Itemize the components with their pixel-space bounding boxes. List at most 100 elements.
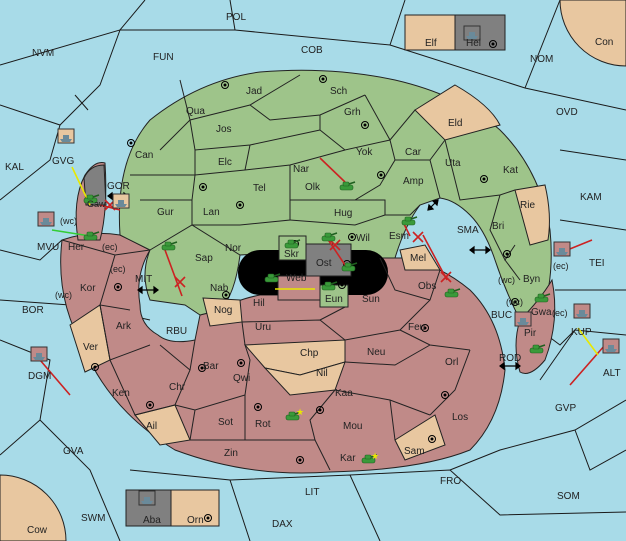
supply-center (377, 171, 385, 179)
fleet-unit (112, 193, 130, 209)
supply-center (114, 283, 122, 291)
label-sam: Sam (404, 446, 425, 457)
order-arrow (164, 249, 183, 297)
coast-tag: (wc) (506, 297, 523, 307)
label-bor: BOR (22, 305, 44, 316)
dislodged-star: ★ (296, 407, 304, 417)
fleet-unit (30, 346, 48, 362)
island-labels: Elf Hel Aba Orn (143, 38, 481, 526)
province-borders-north (130, 74, 521, 281)
label-gva: GVA (63, 446, 84, 457)
label-aba: Aba (143, 515, 161, 526)
label-nar: Nar (293, 164, 310, 175)
army-unit (534, 293, 551, 303)
label-alt: ALT (603, 368, 621, 379)
east-peninsula (515, 278, 556, 374)
supply-center (91, 363, 99, 371)
supply-center (204, 514, 212, 522)
fleet-unit (57, 128, 75, 144)
supply-center (254, 281, 262, 289)
supply-center (222, 291, 230, 299)
label-kam: KAM (580, 192, 602, 203)
army-unit (285, 411, 302, 421)
label-wil: Wil (356, 233, 370, 244)
label-jad: Jad (246, 86, 262, 97)
orn-island (170, 489, 220, 527)
supply-center (348, 233, 356, 241)
army-unit (341, 262, 358, 272)
label-rot: Rot (255, 419, 271, 430)
label-los: Los (452, 412, 468, 423)
cow-region (0, 474, 67, 541)
elf-island (404, 14, 456, 51)
convoy-arrow (51, 229, 91, 237)
supply-center (127, 139, 135, 147)
fleets (30, 25, 620, 506)
label-chr: Chr (169, 382, 186, 393)
label-hel: Hel (466, 38, 481, 49)
army-unit (401, 216, 418, 226)
label-qua: Qua (186, 106, 205, 117)
fleet-unit (463, 25, 481, 41)
coast-tag: (wc) (55, 290, 72, 300)
bounce-x-mark (412, 231, 424, 243)
label-fro: FRO (440, 476, 461, 487)
army-unit (83, 231, 100, 241)
label-rie: Rie (520, 200, 535, 211)
supply-center (428, 435, 436, 443)
label-amp: Amp (403, 176, 424, 187)
rie-region (514, 184, 550, 246)
label-ark: Ark (116, 321, 132, 332)
label-elc: Elc (218, 157, 232, 168)
label-web: Web (286, 273, 307, 284)
supply-center (319, 75, 327, 83)
supply-center (146, 401, 154, 409)
label-kal: KAL (5, 162, 24, 173)
corner-labels: Con Cow (27, 37, 613, 536)
label-pir: Pir (524, 328, 537, 339)
supply-center (236, 201, 244, 209)
label-hug: Hug (334, 208, 352, 219)
label-eld: Eld (448, 118, 462, 129)
label-mou: Mou (343, 421, 362, 432)
sam-region (394, 414, 446, 461)
fleet-unit (138, 490, 156, 506)
eld-region (414, 84, 501, 141)
label-lit: LIT (305, 487, 319, 498)
label-rod: ROD (499, 353, 521, 364)
units: ★ ★ (83, 181, 551, 464)
order-arrow (39, 359, 71, 396)
label-esm: Esm (389, 231, 409, 242)
army-unit (264, 273, 281, 283)
supply-center (316, 406, 324, 414)
fleet-unit (602, 338, 620, 354)
label-bar: Bar (203, 361, 219, 372)
label-pol: POL (226, 12, 246, 23)
label-gvp: GVP (555, 403, 576, 414)
label-can: Can (135, 150, 153, 161)
order-arrow (422, 234, 448, 281)
label-nab: Nab (210, 283, 229, 294)
label-olk: Olk (305, 182, 321, 193)
label-kaa: Kaa (335, 388, 353, 399)
fleet-unit (573, 303, 591, 319)
fleet-unit (553, 241, 571, 257)
label-nvm: NVM (32, 48, 54, 59)
supply-center (489, 40, 497, 48)
label-tei: TEI (589, 258, 605, 269)
order-arrow (403, 223, 411, 237)
label-orl: Orl (445, 357, 458, 368)
label-swm: SWM (81, 513, 105, 524)
label-nil: Nil (316, 368, 328, 379)
supply-center (199, 183, 207, 191)
label-nom: NOM (530, 54, 553, 65)
label-fun: FUN (153, 52, 174, 63)
label-zin: Zin (224, 448, 238, 459)
order-arrow (99, 204, 121, 211)
label-ver: Ver (83, 342, 99, 353)
label-grh: Grh (344, 107, 361, 118)
label-dgm: DGM (28, 371, 51, 382)
